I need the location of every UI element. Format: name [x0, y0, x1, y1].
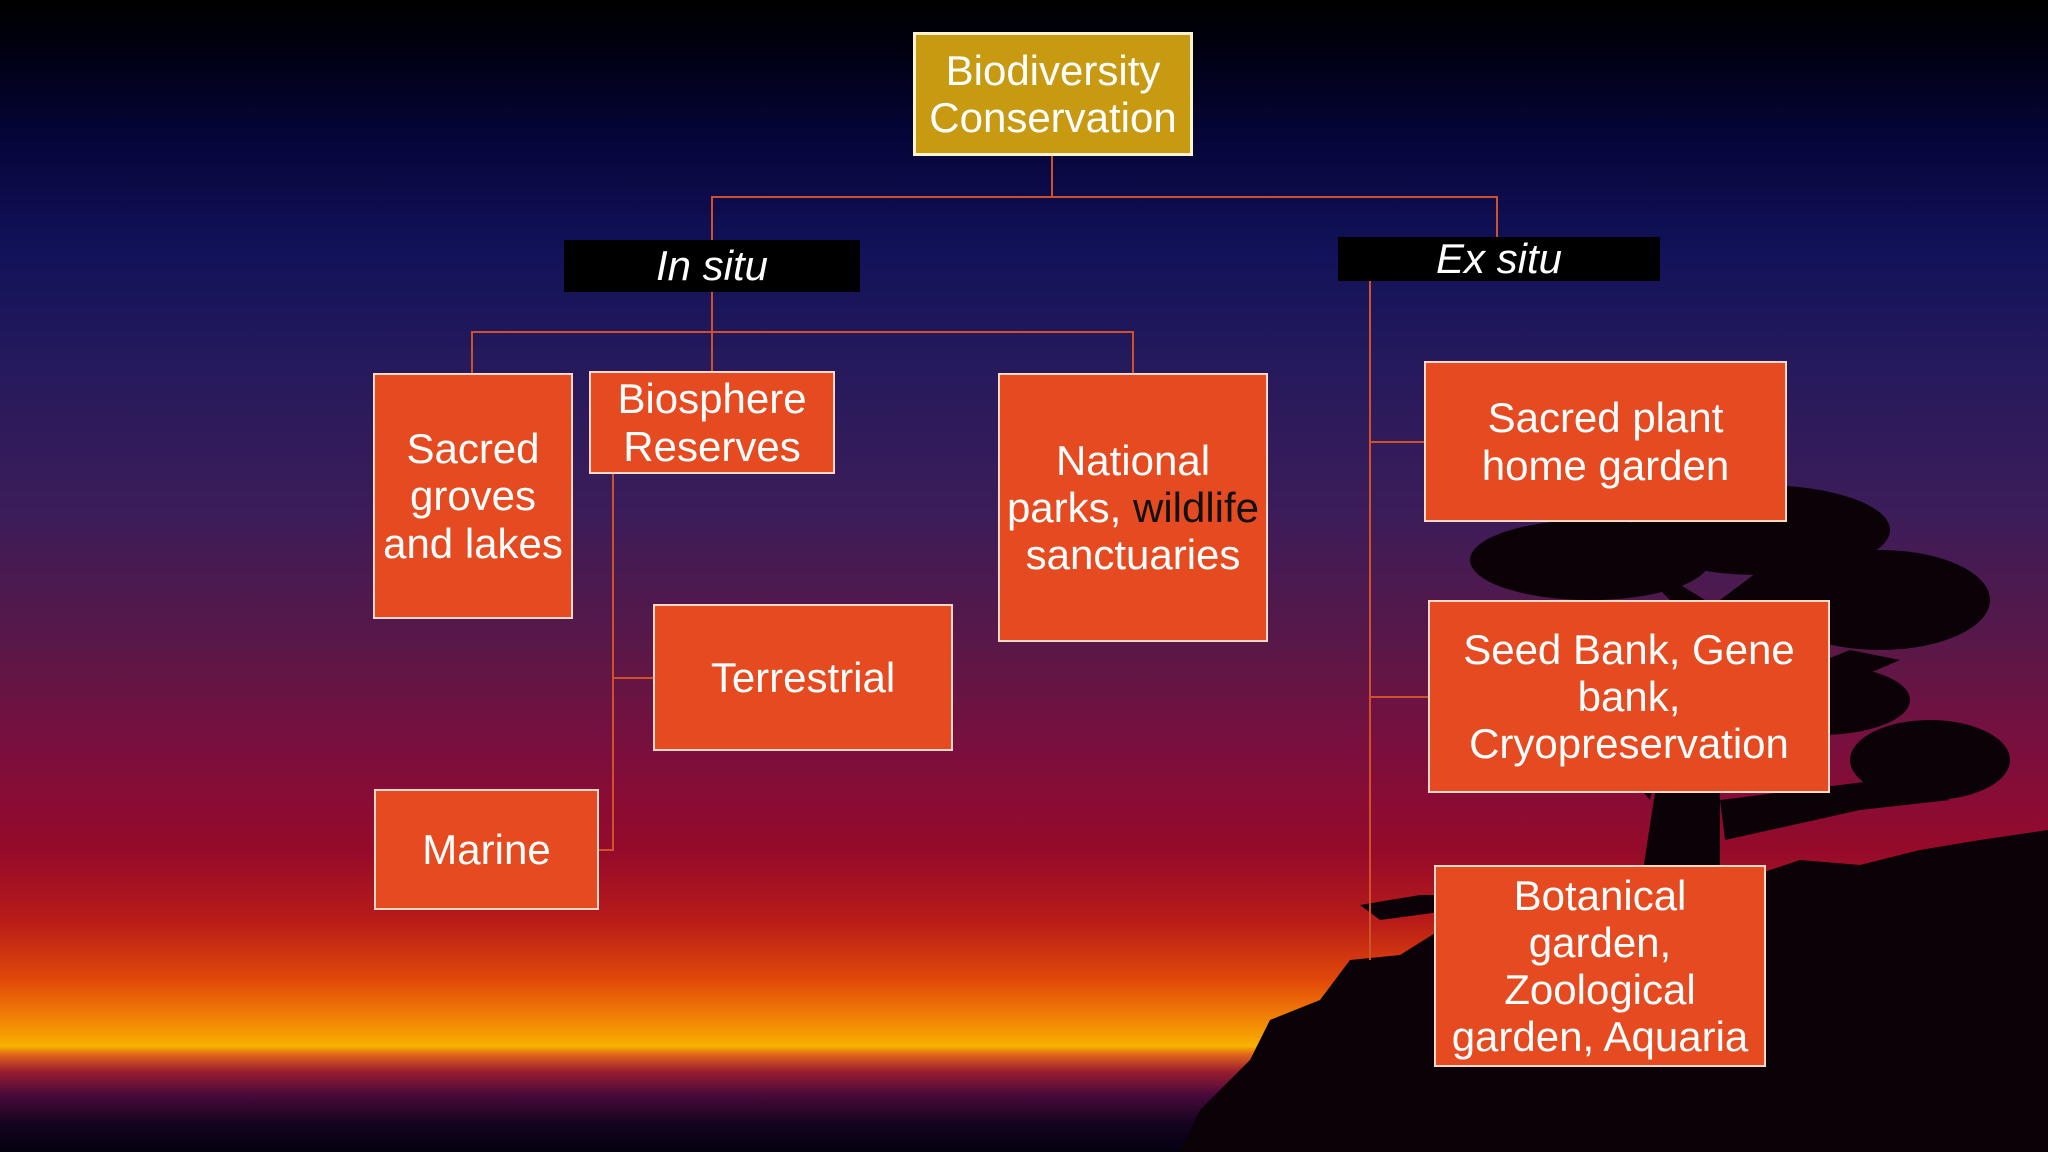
seed-bank-label: Seed Bank, Gene bank, Cryopreservation	[1463, 625, 1795, 768]
sacred-plant-node: Sacred plant home garden	[1424, 361, 1787, 522]
sacred-groves-node: Sacred groves and lakes	[373, 373, 573, 619]
in-situ-branch: In situ	[564, 240, 860, 292]
biosphere-reserves-label: Biosphere Reserves	[617, 375, 807, 470]
seed-bank-node: Seed Bank, Gene bank, Cryopreservation	[1428, 600, 1830, 793]
root-node: Biodiversity Conservation	[913, 32, 1193, 156]
in-situ-label: In situ	[655, 242, 769, 290]
biosphere-reserves-node: Biosphere Reserves	[589, 371, 835, 474]
terrestrial-node: Terrestrial	[653, 604, 953, 751]
terrestrial-label: Terrestrial	[710, 653, 896, 701]
national-parks-label: National parks, wildlife sanctuaries	[1000, 437, 1266, 578]
ex-situ-branch: Ex situ	[1338, 235, 1660, 283]
marine-label: Marine	[422, 825, 551, 873]
national-parks-text-b: wildlife	[1133, 483, 1260, 531]
botanical-node: Botanical garden, Zoological garden, Aqu…	[1434, 865, 1766, 1067]
sacred-groves-label: Sacred groves and lakes	[383, 425, 563, 567]
root-label: Biodiversity Conservation	[929, 46, 1177, 141]
national-parks-node: National parks, wildlife sanctuaries	[998, 373, 1268, 642]
national-parks-text-a: National parks,	[1006, 436, 1211, 531]
ex-situ-label: Ex situ	[1435, 235, 1563, 283]
marine-node: Marine	[374, 789, 599, 910]
botanical-label: Botanical garden, Zoological garden, Aqu…	[1451, 871, 1749, 1061]
sacred-plant-label: Sacred plant home garden	[1481, 394, 1730, 489]
national-parks-text-c: sanctuaries	[1025, 531, 1241, 579]
